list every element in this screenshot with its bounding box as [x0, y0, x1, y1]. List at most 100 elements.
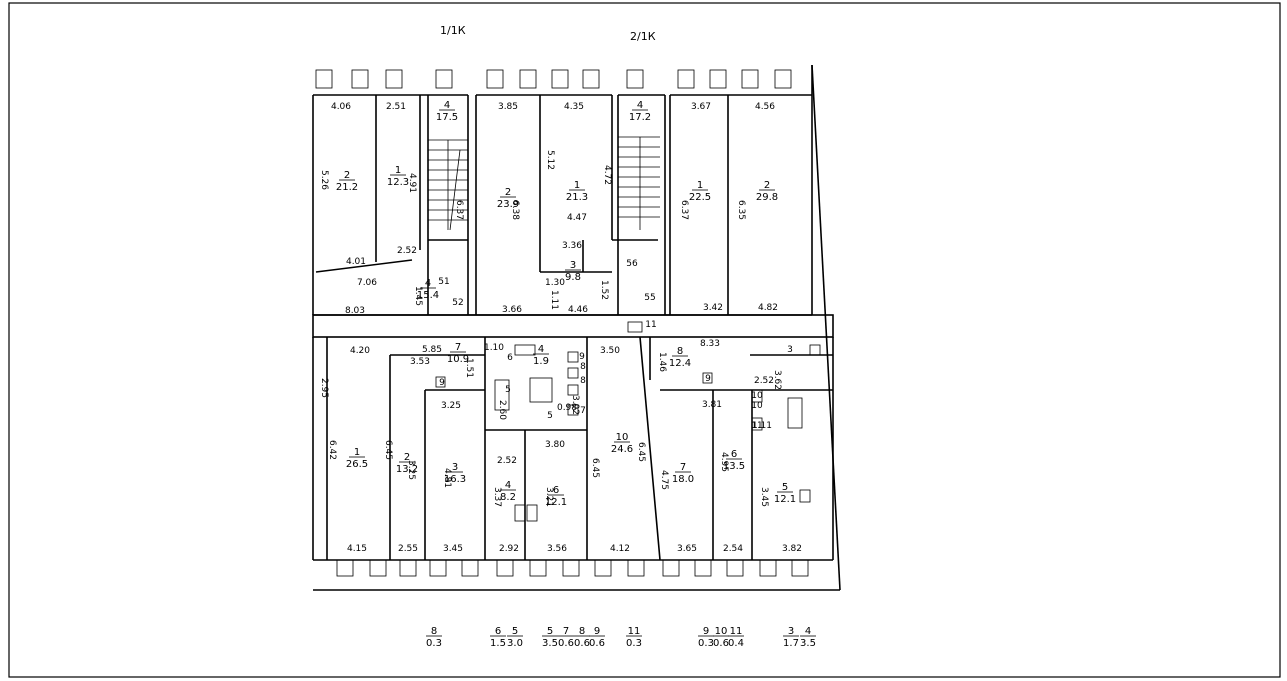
legend-6-area: 0.6 — [589, 638, 605, 649]
dimension-43: 6.45 — [383, 440, 393, 460]
dimension-5: 4.56 — [755, 102, 775, 112]
dimension-2: 3.85 — [498, 102, 518, 112]
room-4: 121.3 — [566, 180, 588, 203]
room-9-number: 3 — [570, 260, 576, 271]
dimension-58: 4.75 — [659, 470, 669, 490]
room-3: 223.9 — [497, 187, 519, 210]
dimension-53: 6.45 — [590, 458, 600, 478]
room-8-area: 15.4 — [417, 290, 439, 301]
legend-9: 100.6 — [713, 626, 729, 649]
staircase-left-icon — [428, 139, 468, 231]
bathroom-fixtures — [435, 321, 821, 522]
room-9: 39.8 — [565, 260, 581, 283]
room-1: 112.3 — [387, 165, 409, 188]
room-12-number: 4 — [538, 344, 544, 355]
room-14-number: 2 — [404, 452, 410, 463]
room-17-number: 6 — [553, 485, 559, 496]
room-5: 417.2 — [629, 100, 651, 123]
dimension-42: 6.42 — [327, 440, 337, 460]
dimension-29: 52 — [452, 298, 463, 308]
room-8-number: 4 — [425, 278, 431, 289]
staircase-right-icon — [618, 136, 660, 230]
room-8: 415.4 — [417, 278, 439, 301]
dimension-38: 8.33 — [700, 339, 720, 349]
room-14-area: 13.2 — [396, 464, 418, 475]
room-labels: 221.2112.3417.5223.9121.3417.2122.5229.8… — [336, 100, 796, 508]
room-11-area: 12.4 — [669, 358, 691, 369]
legend-0-area: 0.3 — [426, 638, 442, 649]
dimension-1: 2.51 — [386, 102, 406, 112]
legend-12: 43.5 — [800, 626, 816, 649]
room-19-area: 18.0 — [672, 474, 694, 485]
dimension-25: 4.46 — [568, 305, 588, 315]
mark-0: 6 — [507, 353, 513, 363]
dimension-11: 4.72 — [602, 165, 612, 185]
mark-10: 3 — [787, 345, 793, 355]
dimension-36: 1.10 — [484, 343, 504, 353]
legend-3: 53.5 — [542, 626, 558, 649]
dimension-39: 1.46 — [657, 352, 667, 372]
room-20-number: 6 — [731, 449, 737, 460]
room-12: 41.9 — [533, 344, 549, 367]
room-20: 613.5 — [723, 449, 745, 472]
dimension-68: 3.82 — [782, 544, 802, 554]
dimension-45: 3.25 — [441, 401, 461, 411]
room-7: 229.8 — [756, 180, 778, 203]
room-17-area: 12.1 — [545, 497, 567, 508]
room-14: 213.2 — [396, 452, 418, 475]
mark-13: 11 — [645, 320, 656, 330]
legend-4: 70.6 — [558, 626, 574, 649]
legend-10-number: 11 — [730, 626, 743, 637]
dimension-33: 5.85 — [422, 345, 442, 355]
room-9-area: 9.8 — [565, 272, 581, 283]
room-6-number: 1 — [697, 180, 703, 191]
legend-11-area: 1.7 — [783, 638, 799, 649]
room-7-area: 29.8 — [756, 192, 778, 203]
room-15: 316.3 — [444, 462, 466, 485]
dimension-61: 2.55 — [398, 544, 418, 554]
legend-9-number: 10 — [715, 626, 728, 637]
dimension-30: 56 — [626, 259, 638, 269]
room-17: 612.1 — [545, 485, 567, 508]
legend-6-number: 9 — [594, 626, 600, 637]
dimension-18: 3.36 — [562, 241, 582, 251]
window-row-bottom — [336, 559, 809, 577]
dimension-54: 4.81 — [442, 468, 452, 488]
corridor — [312, 314, 834, 338]
mark-9: 11 — [751, 421, 762, 431]
room-4-number: 1 — [574, 180, 580, 191]
room-10-area: 10.9 — [447, 354, 469, 365]
room-15-area: 16.3 — [444, 474, 466, 485]
dimension-63: 2.92 — [499, 544, 519, 554]
mark-5: 9 — [579, 352, 585, 362]
legend-0-number: 8 — [431, 626, 437, 637]
mark-11: 9 — [439, 378, 445, 388]
dimension-17: 7.06 — [357, 278, 377, 288]
dimension-20: 1.52 — [599, 280, 609, 300]
dimension-55: 3.37 — [492, 487, 502, 507]
room-2-number: 4 — [444, 100, 450, 111]
legend-7-area: 0.3 — [626, 638, 642, 649]
room-3-area: 23.9 — [497, 199, 519, 210]
dimension-44: 2.60 — [497, 400, 507, 420]
dimension-32: 4.20 — [350, 346, 370, 356]
dimension-24: 3.66 — [502, 305, 522, 315]
mark-4: 8 — [580, 376, 586, 386]
room-15-number: 3 — [452, 462, 458, 473]
room-21-area: 12.1 — [774, 494, 796, 505]
room-19-number: 7 — [680, 462, 686, 473]
dimension-12: 6.37 — [679, 200, 689, 220]
dimension-51: 2.52 — [754, 376, 774, 386]
dimension-56: 3.21 — [544, 487, 554, 507]
room-2: 417.5 — [436, 100, 458, 123]
dimension-64: 3.56 — [547, 544, 567, 554]
dimension-70: 1.11 — [752, 421, 772, 431]
mark-7: 9 — [705, 374, 711, 384]
legend-5: 80.6 — [574, 626, 590, 649]
legend-12-area: 3.5 — [800, 638, 816, 649]
dimension-57: 6.45 — [636, 442, 646, 462]
legend-2-number: 5 — [512, 626, 518, 637]
mark-2: 5 — [547, 411, 553, 421]
